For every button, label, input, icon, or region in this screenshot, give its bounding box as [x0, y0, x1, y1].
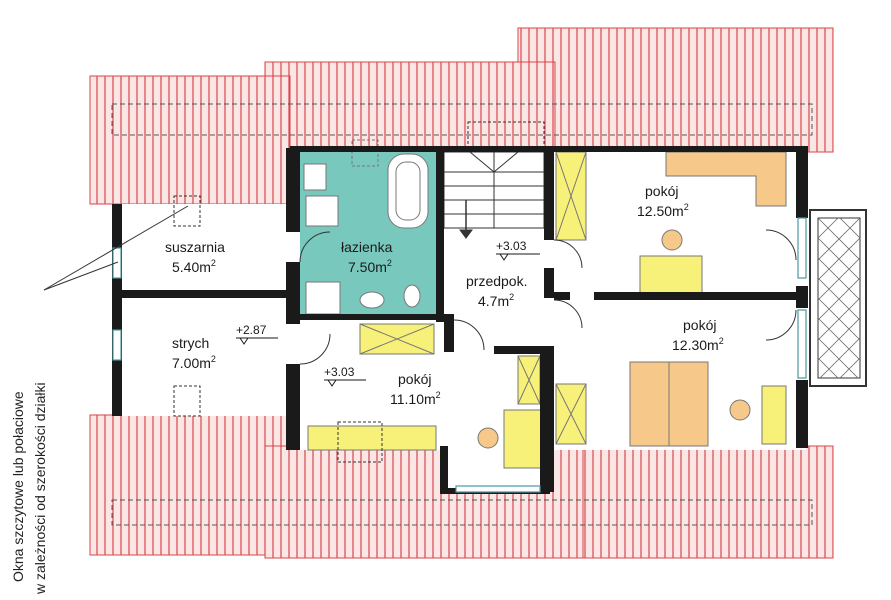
roof: [89, 27, 834, 559]
room-name-pokoj-1: pokój: [645, 183, 678, 199]
level-marker-pokoj: +3.03: [324, 365, 355, 379]
desk-bottom: [503, 409, 543, 469]
room-labels: suszarnia 5.40m2 strych 7.00m2 łazienka …: [165, 183, 724, 407]
door-swings: [299, 229, 797, 365]
room-name-strych: strych: [172, 335, 209, 351]
room-name-przedpokoj: przedpok.: [466, 273, 527, 289]
room-name-suszarnia: suszarnia: [165, 239, 225, 255]
roof-top-left: [89, 75, 291, 205]
roof-top-center: [264, 61, 556, 153]
roof-windows: [173, 121, 545, 463]
room-name-pokoj-3: pokój: [398, 371, 431, 387]
room-area-pokoj-3: 11.10m2: [390, 390, 441, 407]
room-area-przedpokoj: 4.7m2: [478, 292, 514, 309]
level-markers: +3.03 +2.87 +3.03: [236, 239, 540, 387]
room-area-pokoj-2: 12.30m2: [672, 336, 724, 353]
chair-top-right: [661, 229, 683, 251]
furniture: [303, 139, 787, 469]
roof-bottom-right: [582, 445, 834, 559]
sofa-bottom: [307, 425, 437, 451]
walls: [112, 146, 808, 494]
level-marker-strych: +2.87: [236, 323, 267, 337]
side-note-line2: w zależności od szerokości działki: [32, 382, 48, 594]
roof-top-right: [517, 27, 834, 153]
roof-bottom-left: [89, 414, 291, 556]
room-area-pokoj-1: 12.50m2: [637, 202, 689, 219]
staircase: [443, 151, 545, 239]
side-note-pointers: [43, 205, 189, 291]
windows: [112, 217, 807, 493]
room-name-lazienka: łazienka: [341, 239, 393, 255]
room-area-lazienka: 7.50m2: [348, 258, 392, 275]
room-area-strych: 7.00m2: [172, 354, 216, 371]
room-area-suszarnia: 5.40m2: [172, 258, 216, 275]
room-name-pokoj-2: pokój: [683, 317, 716, 333]
side-note-line1: Okna szczytowe lub połaciowe: [10, 391, 26, 582]
balcony: [809, 209, 867, 387]
desk-top-right: [639, 255, 703, 295]
level-marker-hall: +3.03: [496, 239, 527, 253]
